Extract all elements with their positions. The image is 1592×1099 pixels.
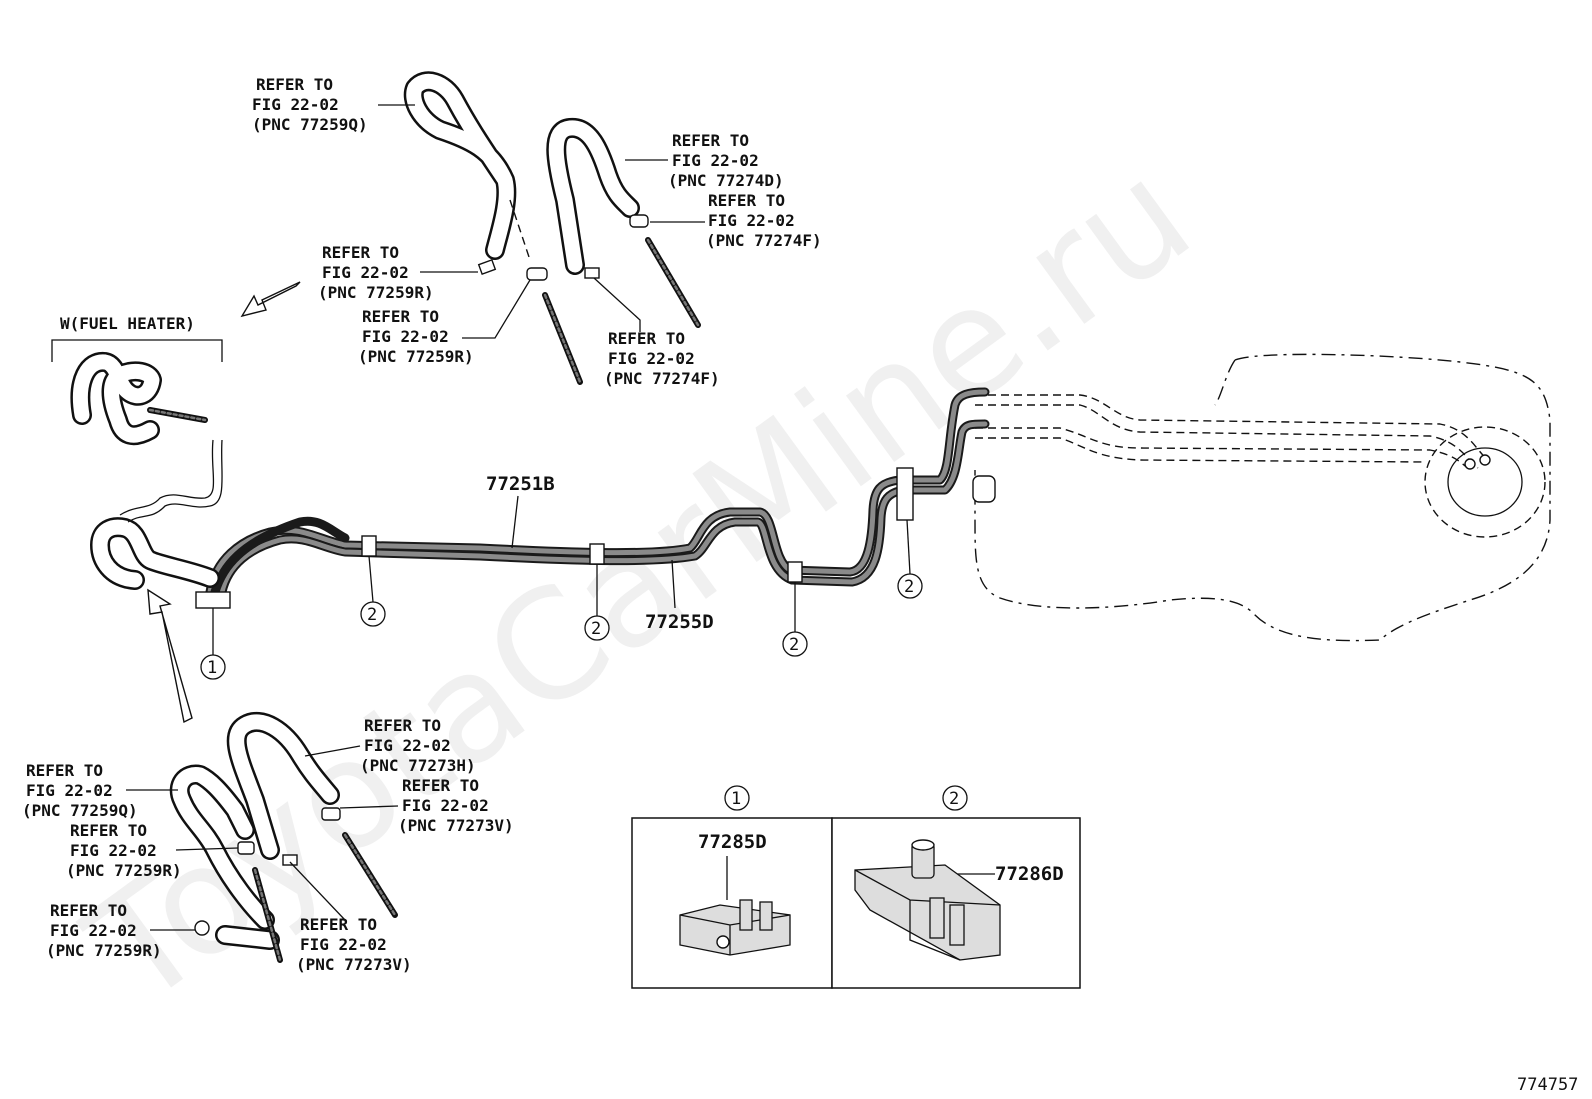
svg-text:FIG 22-02: FIG 22-02 — [26, 781, 113, 800]
refer-label-11: REFER TO FIG 22-02 (PNC 77259R) — [46, 901, 195, 960]
svg-text:77286D: 77286D — [995, 863, 1064, 885]
svg-text:FIG 22-02: FIG 22-02 — [70, 841, 157, 860]
svg-text:(PNC 77259R): (PNC 77259R) — [66, 861, 182, 880]
svg-text:1: 1 — [731, 789, 741, 809]
callout-2-b: 2 — [584, 564, 610, 641]
refer-label-8: REFER TO FIG 22-02 (PNC 77259Q) — [22, 761, 178, 820]
svg-text:(PNC 77259R): (PNC 77259R) — [358, 347, 474, 366]
refer-label-2: REFER TO FIG 22-02 (PNC 77274D) — [625, 131, 784, 190]
svg-text:FIG 22-02: FIG 22-02 — [300, 935, 387, 954]
clamp-2-illustration — [854, 839, 1001, 961]
svg-text:FIG 22-02: FIG 22-02 — [708, 211, 795, 230]
svg-text:2: 2 — [591, 619, 601, 639]
tube-clamps — [195, 467, 914, 609]
svg-text:2: 2 — [904, 577, 914, 597]
refer-label-6: REFER TO FIG 22-02 (PNC 77274F) — [593, 277, 720, 388]
refer-label-9: REFER TO FIG 22-02 (PNC 77273V) — [339, 776, 514, 835]
svg-text:FIG 22-02: FIG 22-02 — [322, 263, 409, 282]
svg-text:FIG 22-02: FIG 22-02 — [402, 796, 489, 815]
svg-text:(PNC 77274F): (PNC 77274F) — [604, 369, 720, 388]
main-fuel-tube — [205, 387, 990, 597]
callout-2-d: 2 — [897, 519, 923, 599]
callout-2-a: 2 — [360, 555, 386, 627]
bottom-hoses — [169, 711, 398, 963]
refer-label-7: REFER TO FIG 22-02 (PNC 77273H) — [304, 716, 476, 775]
svg-text:(PNC 77259Q): (PNC 77259Q) — [252, 115, 368, 134]
svg-text:(PNC 77273H): (PNC 77273H) — [360, 756, 476, 775]
refer-label-12: REFER TO FIG 22-02 (PNC 77273V) — [289, 861, 412, 974]
tank-internal-tubes — [975, 394, 1491, 471]
svg-text:FIG 22-02: FIG 22-02 — [364, 736, 451, 755]
svg-text:77251B: 77251B — [486, 473, 555, 495]
svg-text:77285D: 77285D — [698, 831, 767, 853]
top-hoses — [403, 71, 701, 385]
refer-label-1: REFER TO FIG 22-02 (PNC 77259Q) — [252, 75, 415, 134]
refer-label-3: REFER TO FIG 22-02 (PNC 77274F) — [650, 191, 822, 250]
fuel-tank-outline — [972, 353, 1551, 642]
fuel-heater-section: W(FUEL HEATER) — [51, 314, 223, 446]
refer-label-5: REFER TO FIG 22-02 (PNC 77259R) — [358, 279, 531, 366]
svg-text:(PNC 77273V): (PNC 77273V) — [296, 955, 412, 974]
svg-text:REFER TO: REFER TO — [362, 307, 439, 326]
svg-text:2: 2 — [789, 635, 799, 655]
direction-arrows — [147, 281, 301, 724]
callout-1-main: 1 — [200, 608, 226, 680]
svg-text:REFER TO: REFER TO — [322, 243, 399, 262]
diagram-id: 774757 — [1517, 1075, 1578, 1095]
svg-text:REFER TO: REFER TO — [402, 776, 479, 795]
callout-2-c: 2 — [782, 582, 808, 657]
detail-box-2: 2 77286D — [831, 785, 1081, 989]
svg-text:77255D: 77255D — [645, 611, 714, 633]
svg-text:(PNC 77259R): (PNC 77259R) — [318, 283, 434, 302]
svg-text:REFER TO: REFER TO — [364, 716, 441, 735]
part-label-sub-tube: 77255D — [645, 559, 714, 633]
svg-text:REFER TO: REFER TO — [608, 329, 685, 348]
part-label-main-tube: 77251B — [486, 473, 555, 549]
svg-text:(PNC 77273V): (PNC 77273V) — [398, 816, 514, 835]
svg-text:REFER TO: REFER TO — [70, 821, 147, 840]
svg-text:FIG 22-02: FIG 22-02 — [608, 349, 695, 368]
svg-text:REFER TO: REFER TO — [26, 761, 103, 780]
svg-text:FIG 22-02: FIG 22-02 — [252, 95, 339, 114]
svg-text:(PNC 77274F): (PNC 77274F) — [706, 231, 822, 250]
fuel-heater-label: W(FUEL HEATER) — [60, 314, 195, 333]
svg-text:REFER TO: REFER TO — [256, 75, 333, 94]
left-hose-assembly — [90, 439, 223, 590]
svg-text:FIG 22-02: FIG 22-02 — [50, 921, 137, 940]
svg-text:REFER TO: REFER TO — [50, 901, 127, 920]
svg-text:(PNC 77259R): (PNC 77259R) — [46, 941, 162, 960]
svg-text:2: 2 — [949, 789, 959, 809]
svg-text:FIG 22-02: FIG 22-02 — [672, 151, 759, 170]
svg-text:REFER TO: REFER TO — [300, 915, 377, 934]
svg-text:FIG 22-02: FIG 22-02 — [362, 327, 449, 346]
svg-text:(PNC 77259Q): (PNC 77259Q) — [22, 801, 138, 820]
refer-label-4: REFER TO FIG 22-02 (PNC 77259R) — [318, 243, 478, 302]
svg-text:REFER TO: REFER TO — [708, 191, 785, 210]
detail-box-1: 1 77285D — [631, 785, 833, 989]
svg-text:2: 2 — [367, 605, 377, 625]
svg-text:REFER TO: REFER TO — [672, 131, 749, 150]
svg-text:1: 1 — [207, 658, 217, 678]
clamp-1-illustration — [679, 899, 791, 956]
refer-label-10: REFER TO FIG 22-02 (PNC 77259R) — [66, 821, 239, 880]
svg-text:(PNC 77274D): (PNC 77274D) — [668, 171, 784, 190]
